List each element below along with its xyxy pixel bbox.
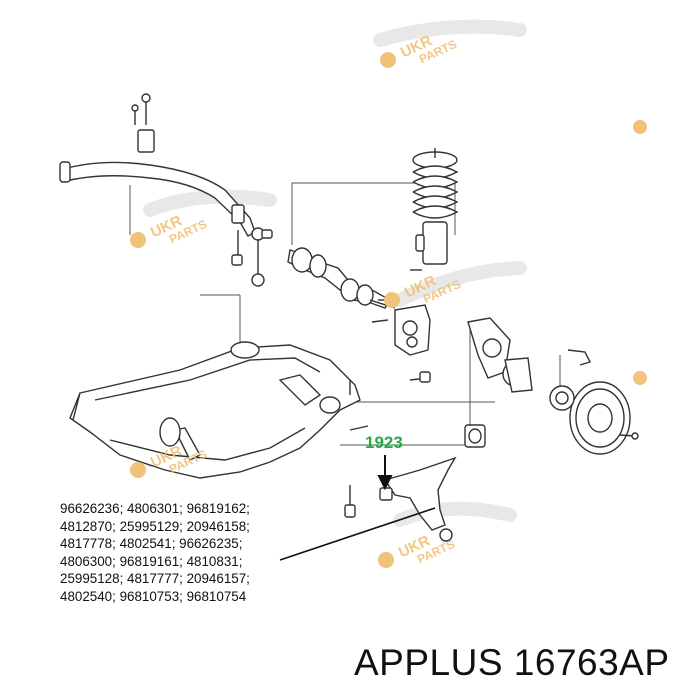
callout-arrow xyxy=(377,455,393,491)
part-number-list: 96626236; 4806301; 96819162; 4812870; 25… xyxy=(60,500,360,606)
strut-coil-spring xyxy=(410,148,459,271)
part-callout-label: 1923 xyxy=(365,433,403,452)
part-number-line: 4802540; 96810753; 96810754 xyxy=(60,588,247,604)
lower-control-arm xyxy=(379,424,486,542)
stabilizer-bar xyxy=(59,93,256,266)
product-caption: APPLUS 16763AP xyxy=(354,642,670,683)
steering-knuckle xyxy=(467,317,533,393)
watermark-gear-icons xyxy=(130,52,647,568)
part-number-line: 96626236; 4806301; 96819162; xyxy=(60,501,250,516)
drive-shaft xyxy=(287,247,396,309)
part-number-line: 25995128; 4817777; 20946157; xyxy=(60,571,250,587)
brake-disc-hub xyxy=(549,349,639,455)
subframe xyxy=(69,341,361,479)
part-number-line: 4806300; 96819161; 4810831; xyxy=(60,553,243,569)
stabilizer-link xyxy=(251,227,273,287)
part-number-line: 4812870; 25995129; 20946158; xyxy=(60,518,250,534)
partlist-leader-line xyxy=(279,507,436,561)
subframe-bolts xyxy=(344,371,431,518)
part-number-line: 4817778; 4802541; 96626235; xyxy=(60,536,243,552)
